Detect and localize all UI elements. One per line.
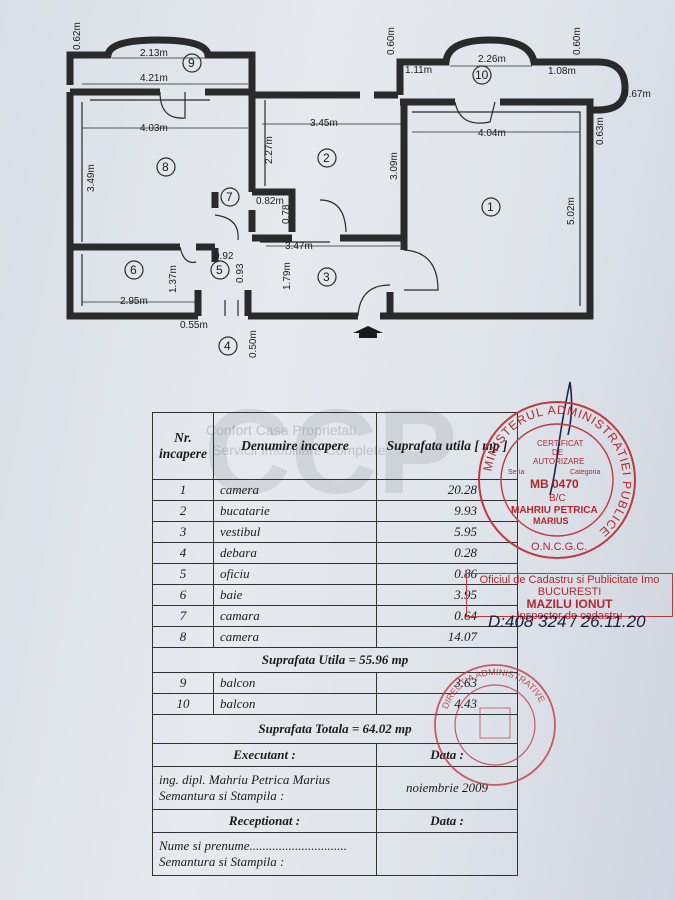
svg-text:DE: DE	[552, 448, 563, 457]
dim-label: 1.11m	[405, 65, 432, 76]
svg-text:B/C: B/C	[549, 493, 566, 504]
dim-label: 0.55m	[180, 320, 208, 331]
cadastre-office-stamp: Oficiul de Cadastru si Publicitate Imo B…	[466, 573, 673, 622]
svg-text:O.N.C.G.C.: O.N.C.G.C.	[531, 541, 587, 553]
dim-label: 4.03m	[140, 123, 168, 134]
door-arc-2	[319, 199, 347, 233]
dim-label: 1.08m	[548, 66, 576, 77]
engineer-name: ing. dipl. Mahriu Petrica Marius	[159, 772, 331, 787]
receptionat-sign-label: Semantura si Stampila :	[159, 854, 285, 869]
dim-label: 2.26m	[478, 54, 506, 65]
dim-label: 0.60m	[386, 27, 397, 55]
room-1-wall	[386, 98, 594, 320]
dim-label: 2.27m	[264, 136, 275, 164]
dim-label: 0.93	[235, 263, 246, 283]
executant-sign-label: Semantura si Stampila :	[159, 788, 285, 803]
dim-label: 3.49m	[86, 164, 97, 192]
floor-plan: 9 10 8 2 1 7 3 6 5 4 2.13m 0.62m 4.21m 4…	[66, 22, 651, 358]
room-markers: 9 10 8 2 1 7 3 6 5 4	[124, 53, 501, 356]
room-number-6: 6	[130, 263, 137, 277]
dim-label: 3.45m	[310, 118, 338, 129]
dim-label: 0.63m	[595, 117, 606, 145]
useful-area-row: Suprafata Utila = 55.96 mp	[152, 647, 518, 673]
dim-label: 5.02m	[566, 197, 577, 225]
dim-label: 0.78	[281, 204, 292, 224]
door-arc-6	[179, 246, 197, 264]
round-stamp: DIRECTIA ADMINISTRATIVE	[434, 664, 556, 786]
svg-text:DIRECTIA ADMINISTRATIVE: DIRECTIA ADMINISTRATIVE	[440, 667, 547, 710]
header-nr: Nr. incapere	[152, 412, 214, 480]
room-number-3: 3	[323, 270, 330, 284]
svg-text:MAHRIU PETRICA: MAHRIU PETRICA	[511, 505, 598, 516]
receptionat-header-row: Receptionat :Data :	[152, 809, 519, 833]
room-number-7: 7	[226, 190, 233, 204]
door-arc-10	[454, 101, 496, 124]
entrance-arrow-icon	[353, 326, 383, 338]
balcony-9-wall	[66, 36, 256, 95]
dim-label: 0.60m	[572, 27, 583, 55]
room-7-wall	[248, 188, 296, 232]
dim-label: 3.09m	[389, 152, 400, 180]
dim-label: 0.50m	[248, 330, 259, 358]
dim-label: 2.13m	[140, 48, 168, 59]
dim-label: 2.95m	[120, 296, 148, 307]
dim-label: 4.04m	[478, 128, 506, 139]
dim-label: 1.37m	[168, 265, 179, 293]
executant-date: noiembrie 2009	[375, 766, 519, 810]
balcony-10-wall	[396, 36, 629, 114]
door-arc-8	[214, 214, 239, 241]
bottom-wall	[194, 290, 390, 320]
dimension-lines	[82, 57, 580, 303]
door-arc-9	[159, 91, 186, 119]
room-number-1: 1	[487, 200, 494, 214]
dim-label: 4.21m	[140, 73, 168, 84]
room-number-2: 2	[323, 151, 330, 165]
room-number-4: 4	[224, 339, 231, 353]
svg-text:CERTIFICAT: CERTIFICAT	[537, 439, 583, 448]
executant-header-row: Executant :Data :	[152, 743, 519, 767]
dim-label: 3.47m	[285, 241, 313, 252]
dim-label: 0.67m	[623, 89, 651, 100]
room-number-8: 8	[162, 160, 169, 174]
svg-text:MARIUS: MARIUS	[533, 516, 569, 526]
inner-lines	[81, 99, 581, 306]
svg-text:Seria: Seria	[508, 469, 524, 476]
door-arc-1	[403, 249, 439, 291]
room-4-wall	[224, 300, 239, 316]
dimension-labels: 2.13m 0.62m 4.21m 4.03m 3.49m 3.45m 2.27…	[72, 22, 651, 358]
outer-wall-left	[66, 88, 252, 320]
official-stamp: MINISTERUL ADMINISTRATIEI PUBLICE O.N.C.…	[478, 401, 636, 559]
dim-label: 0.62m	[72, 22, 83, 50]
rooms-table: Nr. incapere Denumire incapere Suprafata…	[152, 412, 519, 876]
dim-label: 0.82m	[256, 196, 284, 207]
dim-label: 0.92	[214, 251, 234, 262]
svg-text:MB 0470: MB 0470	[530, 477, 579, 491]
name-line: Nume si prenume.........................…	[159, 838, 348, 853]
svg-text:Categoria: Categoria	[570, 469, 600, 476]
dim-label: 1.79m	[282, 262, 293, 290]
registration-number: D:408 324 / 26.11.20	[488, 612, 646, 631]
receptionat-row: Nume si prenume.........................…	[152, 832, 519, 876]
room-2-wall	[248, 92, 404, 242]
door-arc-entrance	[357, 284, 391, 317]
header-name: Denumire incapere	[212, 412, 377, 480]
svg-text:AUTORIZARE: AUTORIZARE	[533, 457, 584, 466]
room-8-divider	[70, 192, 219, 262]
room-number-5: 5	[216, 263, 223, 277]
room-number-10: 10	[475, 68, 489, 82]
room-number-9: 9	[188, 56, 195, 70]
total-area-row: Suprafata Totala = 64.02 mp	[152, 714, 518, 744]
